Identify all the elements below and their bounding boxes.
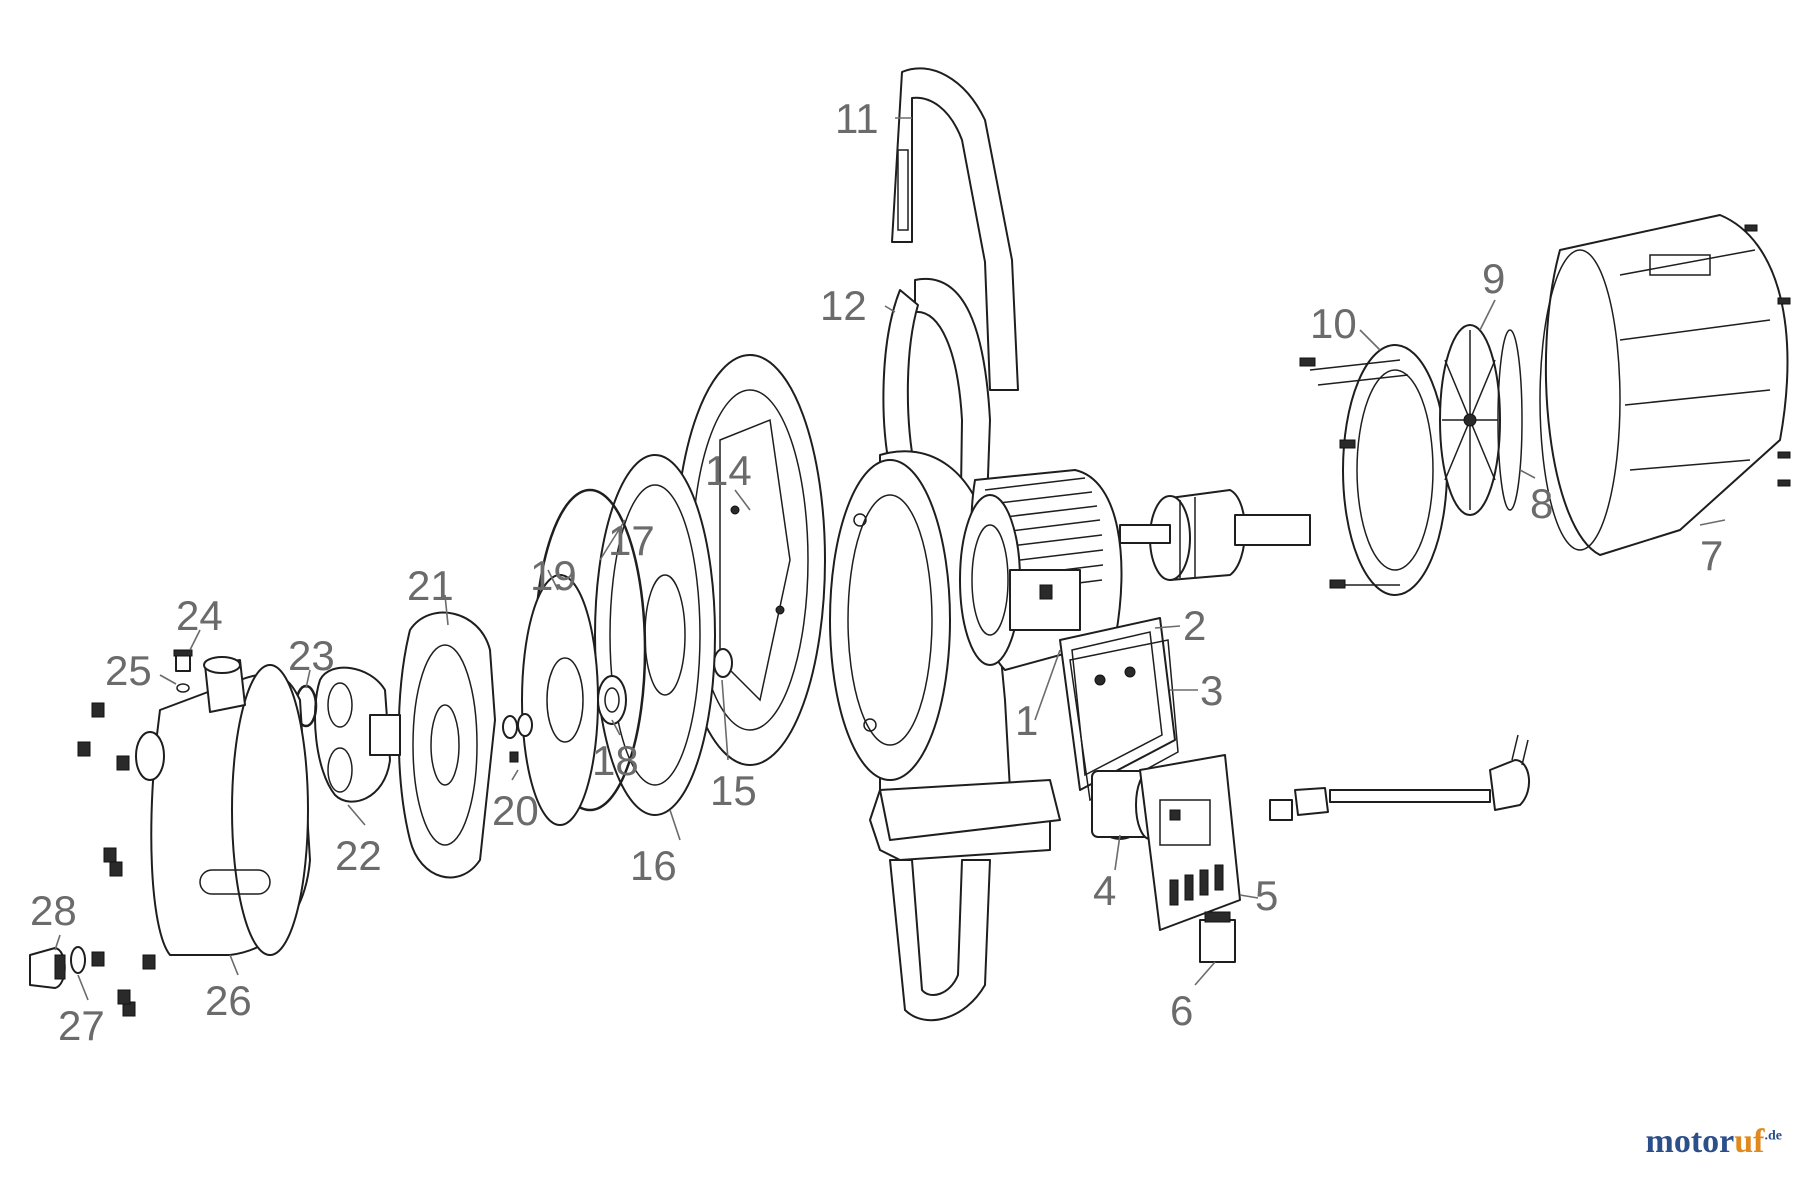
part-25-plug-gasket — [176, 683, 190, 693]
watermark-main: motor — [1645, 1123, 1735, 1160]
motoruf-watermark: motoruf.de — [1646, 1123, 1782, 1161]
callout-2: 2 — [1183, 602, 1206, 649]
part-7-fan-cover — [1539, 214, 1791, 556]
part-20-shaft-parts — [502, 713, 533, 763]
part-26-pump-casing — [135, 656, 311, 956]
part-22-jet — [314, 666, 401, 803]
part-3-gasket — [1069, 639, 1179, 802]
callout-20: 20 — [492, 787, 539, 834]
callout-19: 19 — [530, 552, 577, 599]
part-6-connector — [1199, 911, 1236, 963]
callout-1: 1 — [1015, 697, 1038, 744]
casing-screws — [77, 702, 156, 1017]
callout-22: 22 — [335, 832, 382, 879]
callout-21: 21 — [407, 562, 454, 609]
part-15-seal — [713, 648, 733, 678]
callout-15: 15 — [710, 767, 757, 814]
callout-17: 17 — [608, 517, 655, 564]
part-5-switch-box — [1139, 754, 1241, 931]
rotor — [1119, 489, 1311, 581]
watermark-tld: .de — [1764, 1128, 1783, 1144]
callout-5: 5 — [1255, 872, 1278, 919]
callout-10: 10 — [1310, 300, 1357, 347]
callout-28: 28 — [30, 887, 77, 934]
callout-23: 23 — [288, 632, 335, 679]
callout-24: 24 — [176, 592, 223, 639]
callout-4: 4 — [1093, 867, 1116, 914]
motor-housing — [829, 450, 1061, 861]
part-10-end-shield — [1299, 344, 1448, 596]
part-8-clip — [1497, 329, 1523, 511]
callout-12: 12 — [820, 282, 867, 329]
part-24-fill-plug — [173, 649, 193, 672]
leader-lines — [54, 117, 1726, 1001]
part-11-handle — [891, 67, 1019, 391]
callout-27: 27 — [58, 1002, 105, 1049]
callout-8: 8 — [1530, 480, 1553, 527]
part-18-impeller-nut — [597, 675, 627, 725]
callout-18: 18 — [592, 737, 639, 784]
watermark-accent: uf — [1734, 1123, 1765, 1160]
part-1-stator — [959, 469, 1123, 671]
callout-26: 26 — [205, 977, 252, 1024]
callout-25: 25 — [105, 647, 152, 694]
power-cord — [1269, 734, 1531, 821]
callout-9: 9 — [1482, 255, 1505, 302]
callout-14: 14 — [705, 447, 752, 494]
part-27-drain-gasket — [70, 946, 86, 974]
part-19-impeller — [521, 574, 599, 826]
callout-6: 6 — [1170, 987, 1193, 1034]
part-21-venturi-carrier — [397, 611, 496, 879]
callout-3: 3 — [1200, 667, 1223, 714]
callout-11: 11 — [835, 95, 879, 142]
callout-16: 16 — [630, 842, 677, 889]
callouts: 11 12 1 2 3 4 5 6 7 8 9 10 14 15 16 17 1… — [30, 95, 1723, 1049]
part-28-drain-plug — [29, 947, 66, 989]
part-2-terminal-cover — [1059, 617, 1176, 791]
part-9-fan — [1439, 324, 1501, 516]
callout-7: 7 — [1700, 532, 1723, 579]
